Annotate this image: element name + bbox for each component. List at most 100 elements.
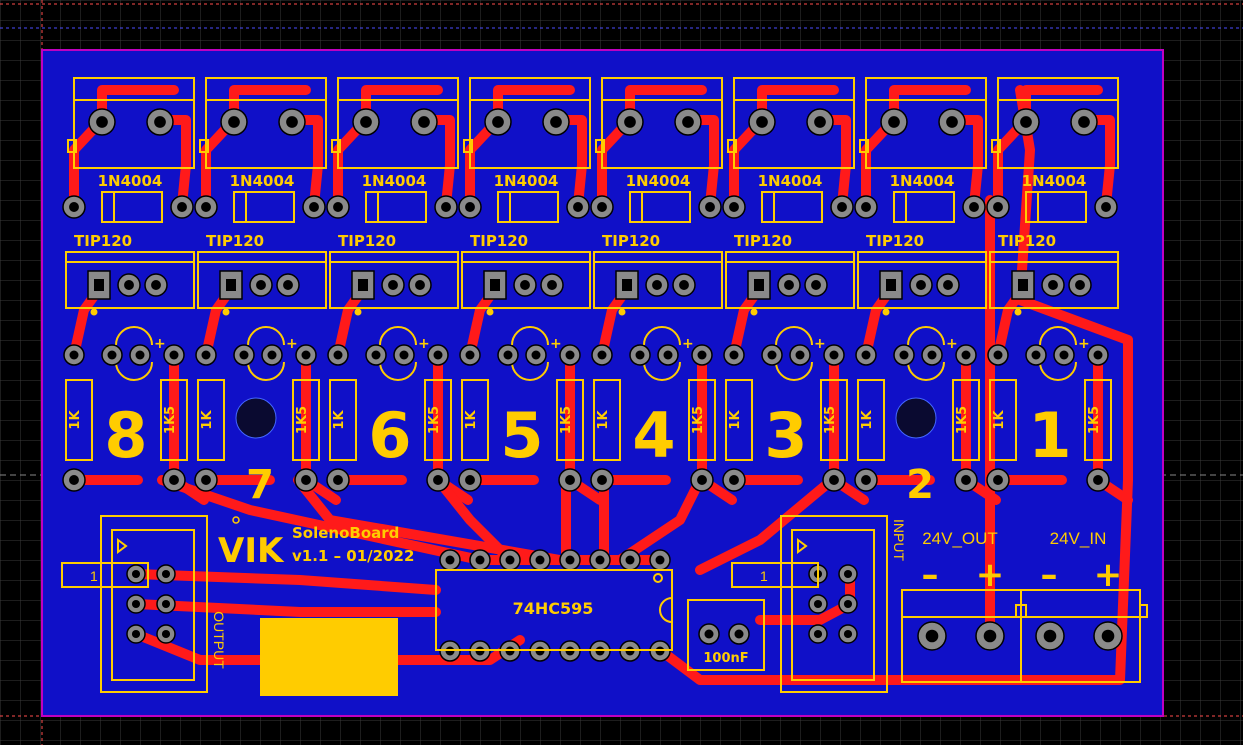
transistor-outline bbox=[857, 251, 987, 309]
diode-outline bbox=[497, 191, 559, 223]
channel-number: 1 bbox=[1028, 399, 1071, 472]
transistor-outline bbox=[593, 251, 723, 309]
led-outline bbox=[775, 326, 813, 346]
trace bbox=[131, 599, 441, 617]
diode-label: 1N4004 bbox=[758, 172, 823, 190]
channel-number: 7 bbox=[246, 462, 274, 508]
input-pin1-label: 1 bbox=[760, 568, 768, 584]
base-resistor-label: 1K bbox=[68, 410, 83, 430]
base-resistor-outline bbox=[461, 379, 489, 461]
terminal-block-outline bbox=[601, 77, 723, 169]
base-resistor-outline bbox=[65, 379, 93, 461]
power-in-plus: + bbox=[1094, 555, 1123, 595]
transistor-label: TIP120 bbox=[602, 232, 660, 250]
board-title: SolenoBoard bbox=[292, 524, 399, 542]
terminal-block-outline bbox=[337, 77, 459, 169]
fiducial-marker bbox=[895, 397, 937, 439]
led-outline bbox=[115, 326, 153, 346]
terminal-block-outline bbox=[865, 77, 987, 169]
base-resistor-label: 1K bbox=[200, 410, 215, 430]
channel-number: 6 bbox=[368, 399, 411, 472]
channel-number: 2 bbox=[906, 462, 934, 508]
trace bbox=[131, 569, 441, 595]
terminal-block-outline bbox=[733, 77, 855, 169]
trace bbox=[433, 475, 515, 565]
trace bbox=[293, 475, 565, 565]
vik-logo: VIK bbox=[218, 516, 285, 571]
output-pin1-label: 1 bbox=[90, 568, 98, 584]
transistor-outline bbox=[329, 251, 459, 309]
diode-outline bbox=[101, 191, 163, 223]
terminal-block-outline bbox=[205, 77, 327, 169]
pull-resistor-label: 1K5 bbox=[427, 406, 442, 434]
base-resistor-label: 1K bbox=[332, 410, 347, 430]
output-label: OUTPUT bbox=[211, 611, 227, 669]
pull-resistor-outline bbox=[1084, 379, 1112, 461]
transistor-outline bbox=[725, 251, 855, 309]
led-polarity: + bbox=[682, 336, 694, 352]
channel-number: 3 bbox=[764, 399, 807, 472]
ic-pin1-marker bbox=[653, 573, 663, 583]
led-polarity: + bbox=[946, 336, 958, 352]
capacitor-label: 100nF bbox=[703, 651, 748, 666]
ic-outline bbox=[435, 569, 673, 651]
led-polarity: + bbox=[154, 336, 166, 352]
power-out-minus: – bbox=[922, 555, 939, 595]
input-header-outline bbox=[780, 515, 888, 693]
output-header-outline bbox=[100, 515, 208, 693]
pull-resistor-label: 1K5 bbox=[163, 406, 178, 434]
terminal-block-outline bbox=[73, 77, 195, 169]
capacitor-outline bbox=[687, 599, 765, 671]
diode-label: 1N4004 bbox=[230, 172, 295, 190]
led-outline bbox=[1039, 326, 1077, 346]
base-resistor-outline bbox=[329, 379, 357, 461]
led-outline bbox=[379, 326, 417, 346]
base-resistor-label: 1K bbox=[464, 410, 479, 430]
ic-label: 74HC595 bbox=[513, 599, 594, 618]
pull-resistor-outline bbox=[952, 379, 980, 461]
pull-resistor-outline bbox=[292, 379, 320, 461]
power-in-minus: – bbox=[1041, 555, 1058, 595]
led-polarity: + bbox=[1078, 336, 1090, 352]
trace bbox=[615, 475, 705, 565]
terminal-block-outline bbox=[997, 77, 1119, 169]
base-resistor-outline bbox=[593, 379, 621, 461]
input-label: INPUT bbox=[891, 519, 907, 561]
power-in-label: 24V_IN bbox=[1050, 529, 1107, 548]
base-resistor-label: 1K bbox=[860, 410, 875, 430]
pull-resistor-outline bbox=[556, 379, 584, 461]
led-polarity: + bbox=[814, 336, 826, 352]
diode-outline bbox=[629, 191, 691, 223]
diode-label: 1N4004 bbox=[494, 172, 559, 190]
board-features: 74HC595 100nF 1 OUTPUT 1 INPUT 24V_OUT 2… bbox=[61, 515, 1148, 696]
power-out-plus: + bbox=[976, 555, 1005, 595]
transistor-label: TIP120 bbox=[734, 232, 792, 250]
diode-label: 1N4004 bbox=[362, 172, 427, 190]
transistor-outline bbox=[989, 251, 1119, 309]
pull-resistor-label: 1K5 bbox=[691, 406, 706, 434]
led-outline bbox=[511, 326, 549, 346]
transistor-outline bbox=[65, 251, 195, 309]
pull-resistor-label: 1K5 bbox=[955, 406, 970, 434]
transistor-outline bbox=[461, 251, 591, 309]
channel-number: 8 bbox=[104, 399, 147, 472]
pull-resistor-outline bbox=[160, 379, 188, 461]
channel-number: 5 bbox=[500, 399, 543, 472]
trace bbox=[655, 85, 1133, 685]
pull-resistor-label: 1K5 bbox=[295, 406, 310, 434]
transistor-label: TIP120 bbox=[470, 232, 528, 250]
transistor-outline bbox=[197, 251, 327, 309]
board-version: v1.1 – 01/2022 bbox=[292, 547, 414, 565]
pull-resistor-outline bbox=[688, 379, 716, 461]
diode-label: 1N4004 bbox=[626, 172, 691, 190]
base-resistor-outline bbox=[989, 379, 1017, 461]
transistor-label: TIP120 bbox=[998, 232, 1056, 250]
diode-outline bbox=[365, 191, 427, 223]
